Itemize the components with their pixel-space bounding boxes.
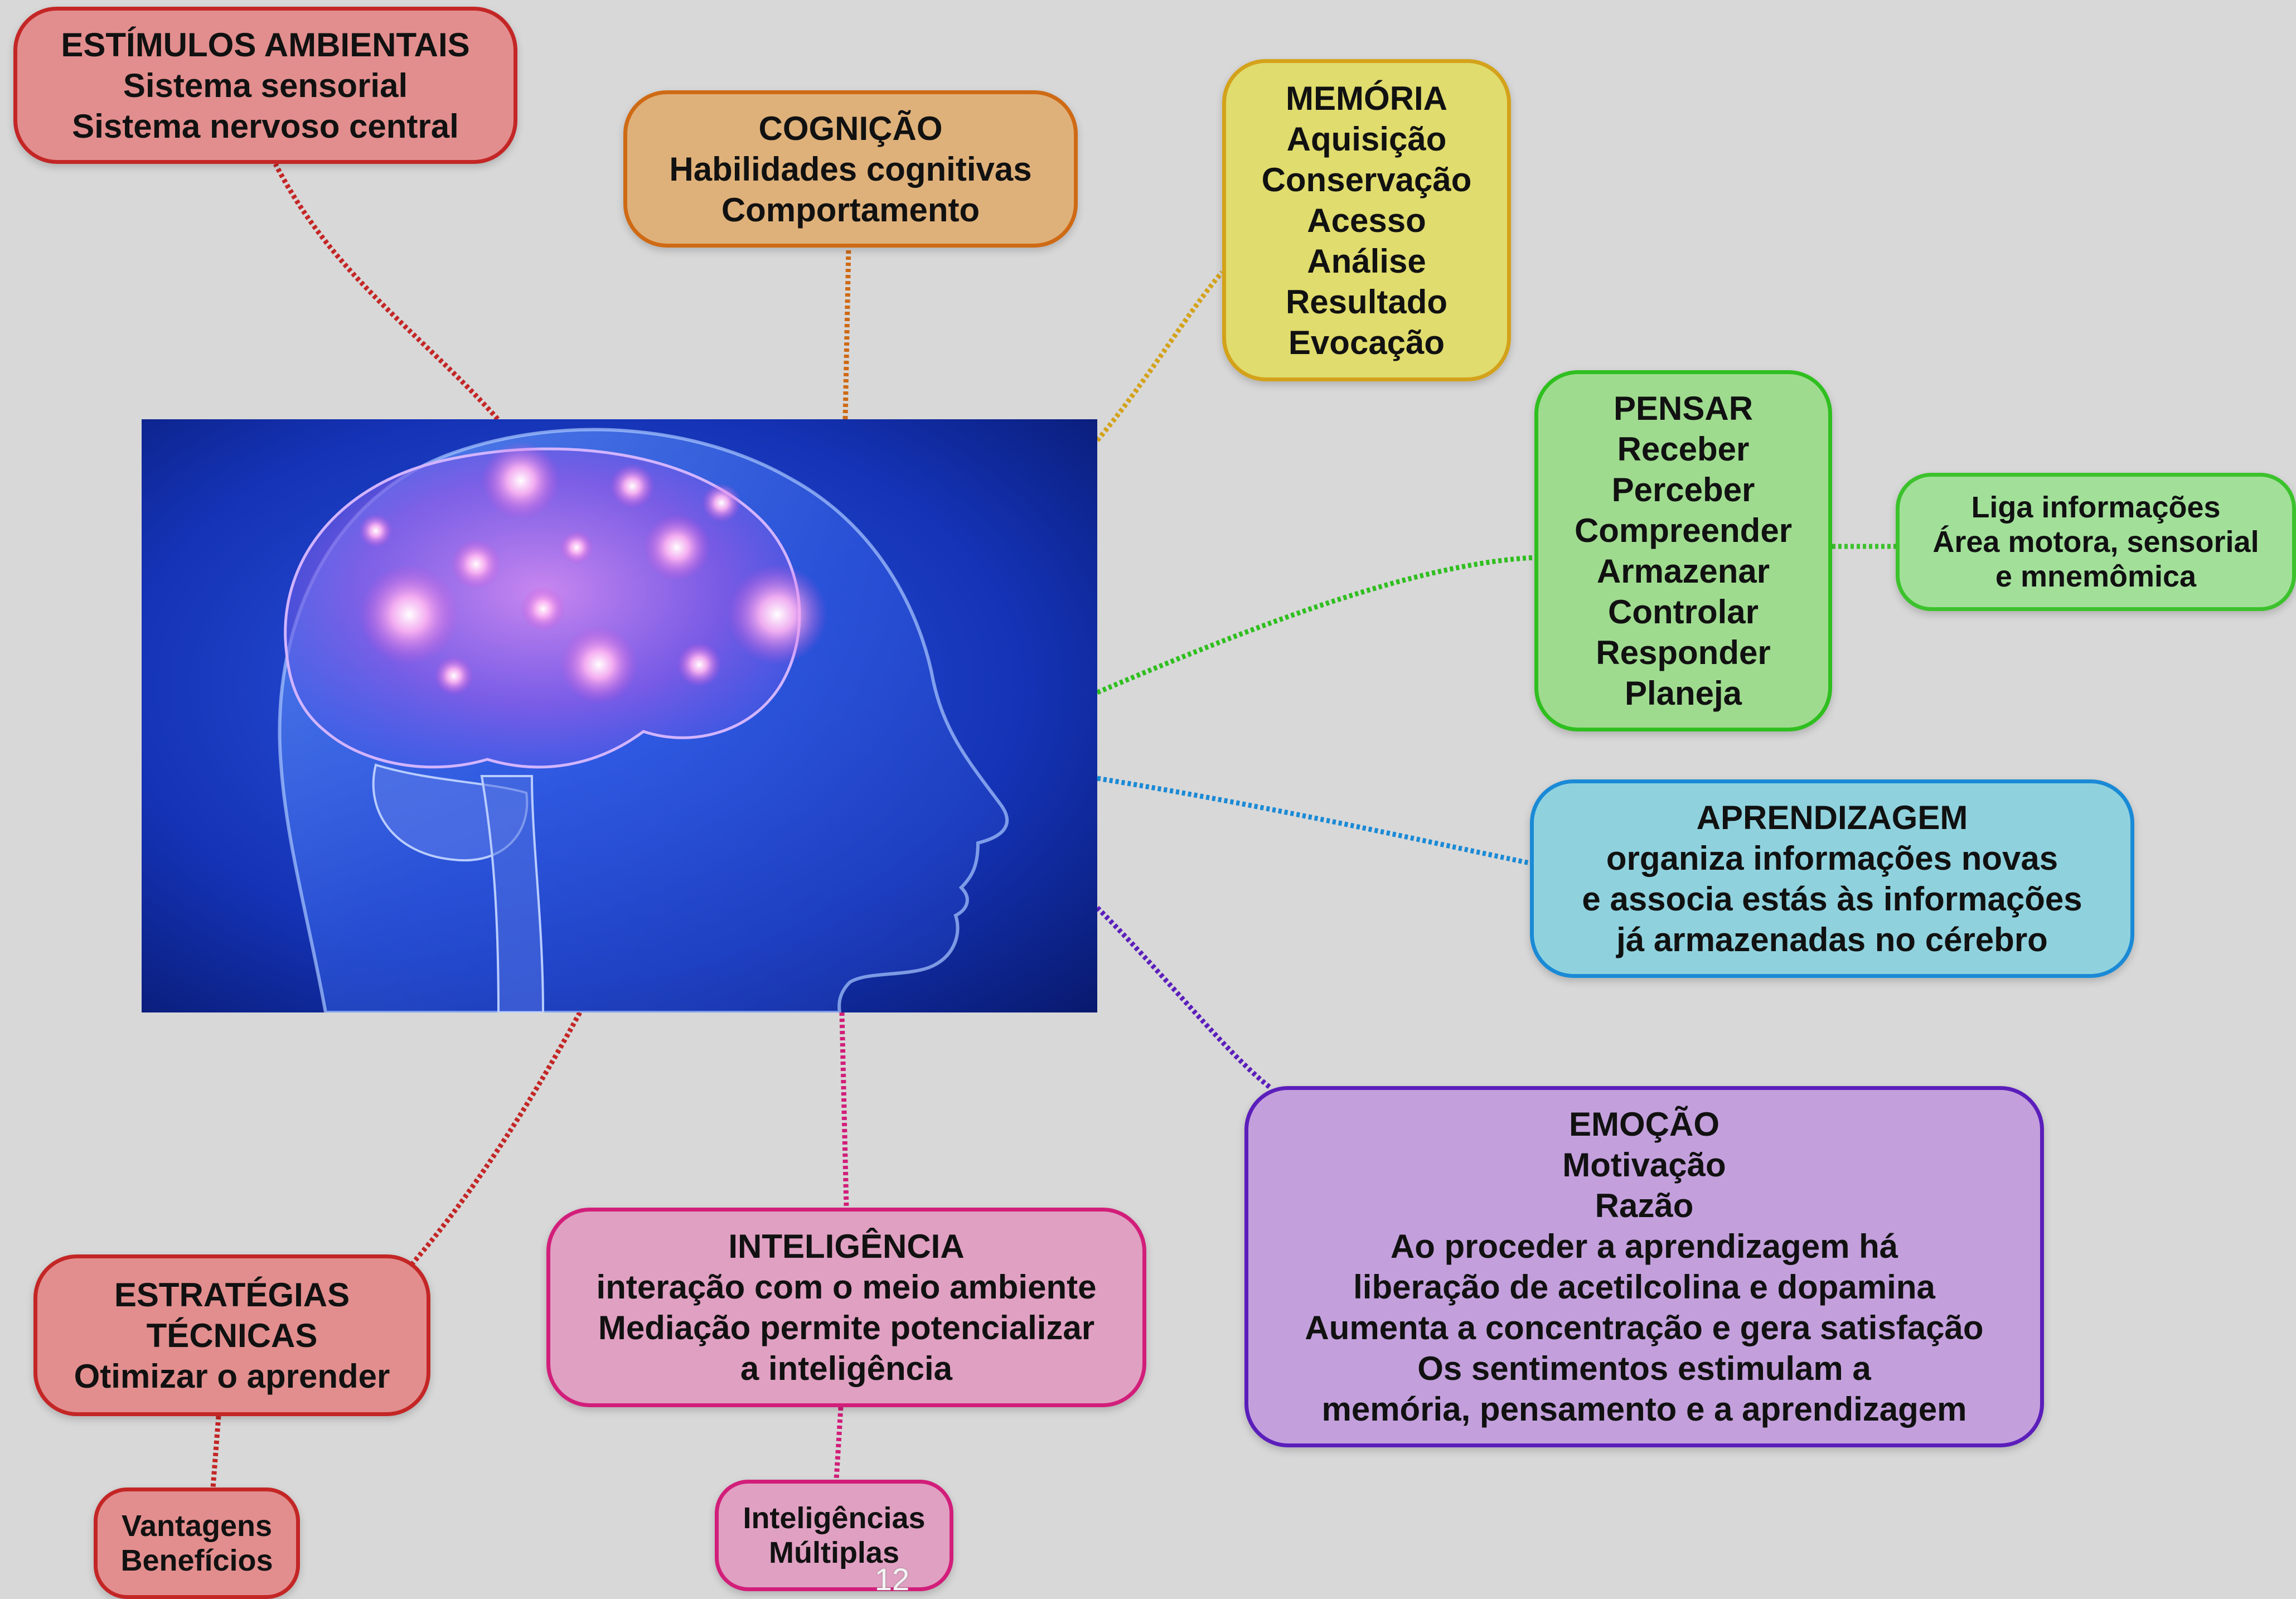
node-emocao-title: EMOÇÃO	[1569, 1106, 1719, 1143]
node-pensar-line: Compreender	[1574, 512, 1793, 549]
node-memoria-line: Acesso	[1307, 201, 1426, 239]
connector-multiplas	[834, 1407, 844, 1480]
node-liga-line: Liga informações	[1971, 491, 2221, 524]
node-aprendizagem-line: já armazenadas no cérebro	[1616, 921, 2048, 958]
node-inteligencia-line: interação com o meio ambiente	[596, 1268, 1097, 1306]
node-multiplas-line: Múltiplas	[768, 1536, 899, 1569]
node-pensar: PENSAR Receber Perceber Compreender Arma…	[1534, 370, 1832, 731]
node-vantagens-beneficios: Vantagens Benefícios	[94, 1487, 300, 1599]
node-inteligencias-multiplas: Inteligências Múltiplas	[715, 1480, 953, 1591]
node-emocao: EMOÇÃO Motivação Razão Ao proceder a apr…	[1244, 1086, 2044, 1447]
node-inteligencia: INTELIGÊNCIA interação com o meio ambien…	[546, 1208, 1146, 1407]
node-memoria-line: Evocação	[1288, 323, 1445, 361]
node-aprendizagem: APRENDIZAGEM organiza informações novas …	[1530, 779, 2134, 978]
connector-cognicao	[842, 247, 851, 420]
node-cognicao-line: Habilidades cognitivas	[669, 150, 1032, 188]
connector-pensar	[1096, 555, 1535, 695]
node-cognicao-title: COGNIÇÃO	[758, 109, 943, 147]
node-aprendizagem-line: e associa estás às informações	[1582, 880, 2082, 918]
node-emocao-line: Motivação	[1562, 1146, 1726, 1184]
connector-estimulos	[273, 162, 504, 425]
node-estrategias-line: Otimizar o aprender	[74, 1357, 390, 1395]
node-vantagens-line: Benefícios	[120, 1544, 273, 1577]
node-pensar-line: Armazenar	[1596, 553, 1770, 590]
node-pensar-line: Planeja	[1624, 675, 1742, 712]
connector-emocao	[1095, 905, 1273, 1091]
node-emocao-line: memória, pensamento e a aprendizagem	[1321, 1390, 1967, 1428]
node-emocao-line: liberação de acetilcolina e dopamina	[1353, 1268, 1935, 1306]
node-inteligencia-line: Mediação permite potencializar	[598, 1309, 1095, 1346]
node-memoria-line: Resultado	[1285, 283, 1448, 321]
node-estrategias-title: ESTRATÉGIAS	[114, 1276, 350, 1314]
node-pensar-line: Receber	[1617, 430, 1750, 468]
node-inteligencia-title: INTELIGÊNCIA	[728, 1228, 965, 1265]
node-memoria-title: MEMÓRIA	[1286, 79, 1447, 117]
node-estrategias-tecnicas: ESTRATÉGIAS TÉCNICAS Otimizar o aprender	[33, 1254, 430, 1416]
node-inteligencia-line: a inteligência	[740, 1350, 953, 1387]
node-cognicao: COGNIÇÃO Habilidades cognitivas Comporta…	[623, 90, 1078, 248]
node-estrategias-title: TÉCNICAS	[146, 1316, 318, 1354]
brainstem-shape	[480, 775, 545, 1012]
node-estimulos-title: ESTÍMULOS AMBIENTAIS	[61, 26, 470, 64]
node-memoria-line: Aquisição	[1286, 120, 1447, 158]
node-memoria-line: Análise	[1307, 242, 1426, 280]
node-liga-line: e mnemômica	[1995, 560, 2197, 593]
connector-inteligencia	[839, 1012, 849, 1208]
connector-estrategias	[410, 1011, 582, 1265]
node-memoria-line: Conservação	[1261, 161, 1472, 198]
node-pensar-line: Perceber	[1611, 471, 1755, 508]
connector-vantagens	[210, 1416, 221, 1488]
node-liga-line: Área motora, sensorial	[1932, 525, 2259, 559]
node-emocao-line: Os sentimentos estimulam a	[1417, 1350, 1871, 1387]
node-emocao-line: Aumenta a concentração e gera satisfação	[1305, 1309, 1984, 1346]
brain-head-image	[142, 419, 1097, 1012]
node-memoria: MEMÓRIA Aquisição Conservação Acesso Aná…	[1222, 59, 1511, 381]
node-vantagens-line: Vantagens	[121, 1509, 273, 1543]
node-cognicao-line: Comportamento	[721, 191, 980, 229]
node-estimulos-ambientais: ESTÍMULOS AMBIENTAIS Sistema sensorial S…	[13, 7, 517, 164]
node-emocao-line: Razão	[1595, 1187, 1694, 1224]
node-multiplas-line: Inteligências	[743, 1501, 926, 1535]
node-estimulos-line: Sistema sensorial	[123, 66, 408, 104]
node-estimulos-line: Sistema nervoso central	[72, 107, 459, 145]
node-pensar-line: Responder	[1596, 634, 1771, 671]
connector-aprendizagem	[1097, 776, 1530, 866]
node-aprendizagem-line: organiza informações novas	[1606, 840, 2058, 877]
node-emocao-line: Ao proceder a aprendizagem há	[1390, 1228, 1898, 1265]
node-pensar-line: Controlar	[1608, 593, 1759, 631]
node-liga-informacoes: Liga informações Área motora, sensorial …	[1896, 473, 2296, 611]
node-pensar-title: PENSAR	[1613, 390, 1754, 427]
page-number: 12	[874, 1562, 910, 1597]
connector-memoria	[1095, 270, 1224, 442]
node-aprendizagem-title: APRENDIZAGEM	[1696, 799, 1968, 836]
